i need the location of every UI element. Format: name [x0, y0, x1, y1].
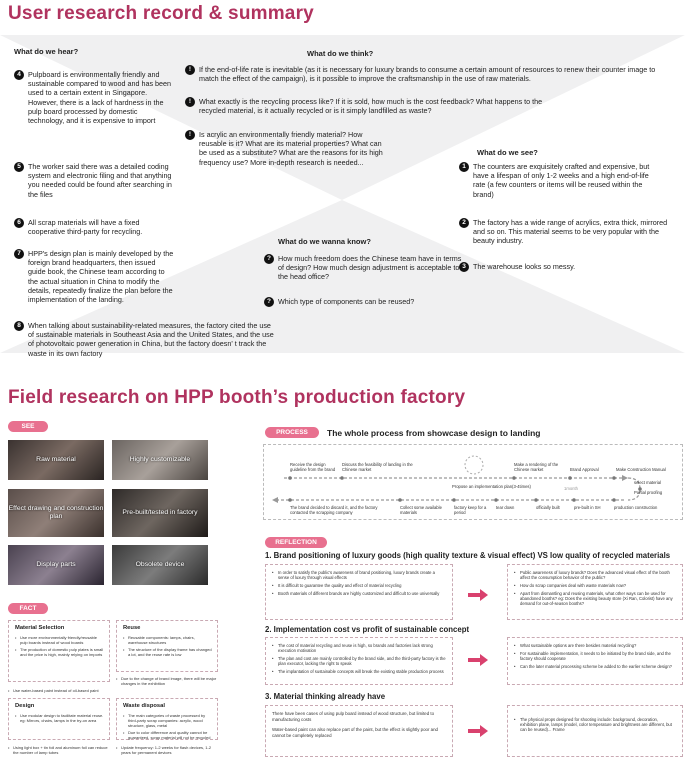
- reflection-1-questions: Public awareness of luxury brands? Does …: [507, 564, 683, 620]
- know-title: What do we wanna know?: [278, 237, 371, 246]
- reflection-title-1: 1. Brand positioning of luxury goods (hi…: [265, 551, 671, 560]
- arrow-icon: [468, 589, 488, 601]
- photo-obsolete-device: Obsolete device: [112, 545, 208, 585]
- step-brand-approval: Brand Approval: [570, 467, 599, 472]
- know-item: ?Which type of components can be reused?: [264, 297, 469, 307]
- process-title: The whole process from showcase design t…: [327, 428, 541, 438]
- empathy-map: What do we hear? What do we think? What …: [0, 35, 685, 358]
- step-discuss-feasibility: Discuss the feasibility of landing in th…: [342, 462, 413, 472]
- reflection-2-questions: What sustainable options are there besid…: [507, 637, 683, 685]
- think-title: What do we think?: [307, 49, 374, 58]
- reflection-1-findings: In order to satisfy the public's awarene…: [265, 564, 453, 620]
- know-item: ?How much freedom does the Chinese team …: [264, 254, 469, 282]
- fact-label: FACT: [8, 603, 48, 614]
- page-title: User research record & summary: [8, 3, 314, 24]
- fact-waste-note: Update frequency: 1-2 weeks for flash de…: [116, 745, 218, 755]
- step-production: production construction: [614, 505, 658, 510]
- empathy-map-background: [0, 35, 685, 353]
- section-title-field-research: Field research on HPP booth’s production…: [8, 387, 466, 408]
- process-timeline: [272, 455, 642, 503]
- reflection-3-questions: The physical props designed for shooting…: [507, 705, 683, 757]
- hear-title: What do we hear?: [14, 47, 79, 56]
- step-select-material: select material: [634, 480, 661, 485]
- fact-reuse: Reuse Reusable components: lamps, chairs…: [116, 620, 218, 672]
- step-tear-down: tear down: [496, 505, 515, 510]
- fact-waste-disposal: Waste disposal The main categories of wa…: [116, 698, 218, 740]
- reflection-2-findings: The cost of material recycling and reuse…: [265, 637, 453, 685]
- reflection-3-findings: There have been cases of using pulp boar…: [265, 705, 453, 757]
- think-item: !What exactly is the recycling process l…: [185, 97, 545, 115]
- think-item: !If the end-of-life rate is inevitable (…: [185, 65, 665, 83]
- process-duration: 1month: [564, 486, 578, 491]
- step-officially-built: officially built: [536, 505, 560, 510]
- step-rendering: Make a rendering of the Chinese market: [514, 462, 559, 472]
- think-item: !Is acrylic an environmentally friendly …: [185, 130, 385, 167]
- photo-display-parts: Display parts: [8, 545, 104, 585]
- step-partial-proofing: Partial proofing: [634, 490, 663, 495]
- see-label: SEE: [8, 421, 48, 432]
- photo-highly-customizable: Highly customizable: [112, 440, 208, 480]
- fact-material-selection: Material Selection Use more environmenta…: [8, 620, 110, 682]
- fact-reuse-note: Due to the change of brand image, there …: [116, 676, 218, 686]
- reflection-label: REFLECTION: [265, 537, 327, 548]
- process-label: PROCESS: [265, 427, 319, 438]
- fact-design: Design Use modular design to facilitate …: [8, 698, 110, 740]
- reflection-title-2: 2. Implementation cost vs profit of sust…: [265, 625, 470, 634]
- photo-raw-material: Raw material: [8, 440, 104, 480]
- process-diagram: Receive the design guideline from the br…: [263, 444, 683, 520]
- arrow-icon: [468, 654, 488, 666]
- reflection-title-3: 3. Material thinking already have: [265, 692, 386, 701]
- step-receive-guideline: Receive the design guideline from the br…: [290, 462, 336, 472]
- arrow-icon: [468, 725, 488, 737]
- step-discard: The brand decided to discard it, and the…: [290, 505, 378, 515]
- step-pre-built: pre-built in SH: [574, 505, 601, 510]
- step-implementation-plan: Propose an implementation plan(3-4times): [452, 484, 531, 489]
- fact-design-note: Using light box + tin foil and aluminum …: [8, 745, 110, 755]
- step-construction-manual: Make Construction Manual: [616, 467, 666, 472]
- photo-effect-drawing: Effect drawing and construction plan: [8, 489, 104, 537]
- step-factory-keep: factory keep for a period: [454, 505, 487, 515]
- step-collect: Collect some available materials: [400, 505, 442, 515]
- fact-material-note: Use water-based paint instead of oil-bas…: [8, 688, 110, 693]
- see-title: What do we see?: [477, 148, 538, 157]
- photo-pre-built: Pre-built/tested in factory: [112, 489, 208, 537]
